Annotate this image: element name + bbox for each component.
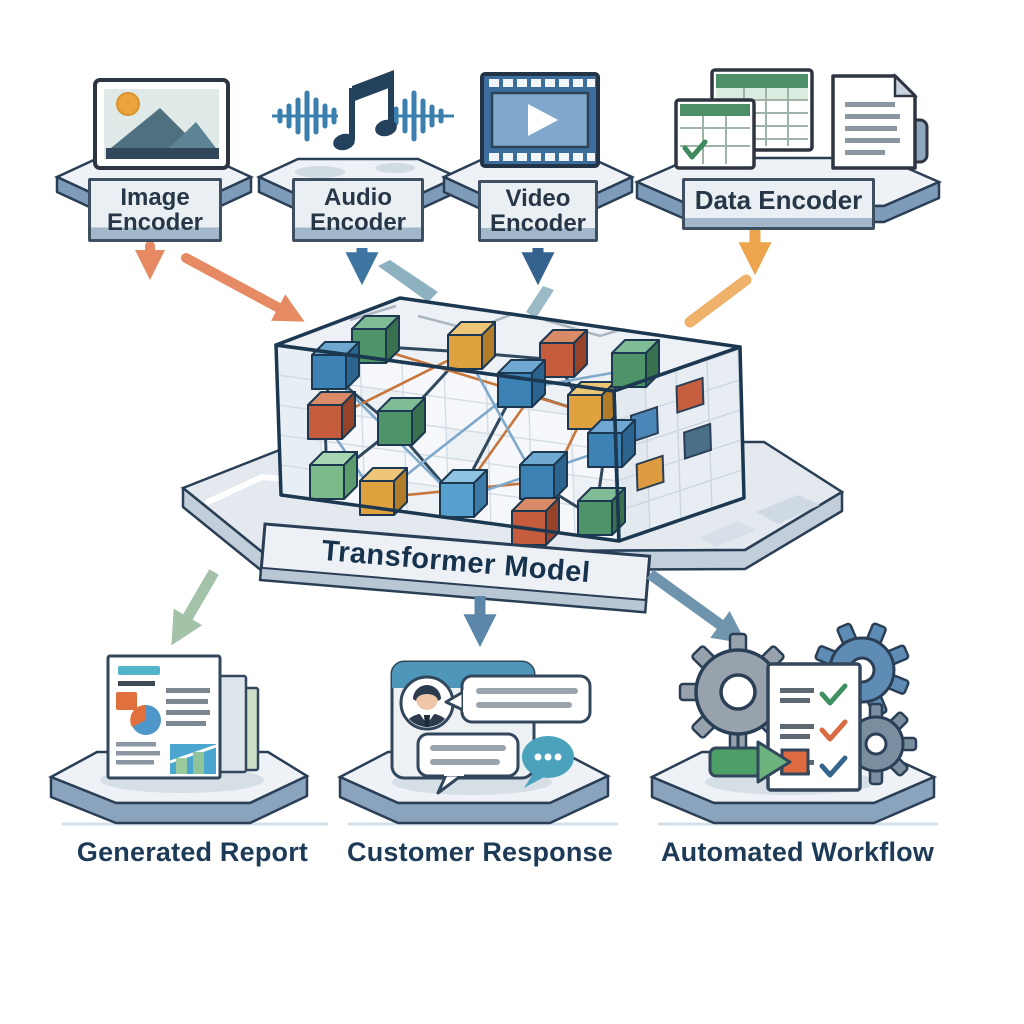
video-filmstrip-icon xyxy=(480,72,600,168)
audio-encoder-label: Audio Encoder xyxy=(292,178,424,242)
customer-response-label: Customer Response xyxy=(347,836,613,867)
transformer-cube xyxy=(274,296,746,546)
automated-workflow-station xyxy=(649,622,938,826)
arrow-video-to-model xyxy=(521,248,555,318)
customer-response-station xyxy=(337,660,618,826)
arrow-data-to-model xyxy=(684,226,772,328)
video-encoder-label: Video Encoder xyxy=(478,180,598,242)
automated-workflow-label: Automated Workflow xyxy=(660,836,935,867)
arrow-model-to-workflow xyxy=(646,569,747,644)
chat-bubbles-icon xyxy=(390,660,592,795)
data-encoder-label: Data Encoder xyxy=(682,178,875,230)
image-encoder-label: Image Encoder xyxy=(88,178,222,242)
transformer-plaque xyxy=(258,522,652,614)
generated-report-station xyxy=(48,654,328,826)
arrow-image-to-model xyxy=(135,241,305,322)
arrow-audio-to-model xyxy=(345,248,438,302)
report-document-icon xyxy=(106,654,260,780)
arrow-model-to-report xyxy=(171,569,219,646)
gears-checklist-icon xyxy=(678,622,918,792)
data-encoder-station xyxy=(633,68,943,224)
image-photo-icon xyxy=(93,78,230,170)
audio-waveform-note-icon xyxy=(272,70,454,151)
generated-report-label: Generated Report xyxy=(76,836,309,867)
spreadsheet-table-icon xyxy=(674,68,814,170)
document-icon xyxy=(831,72,929,170)
